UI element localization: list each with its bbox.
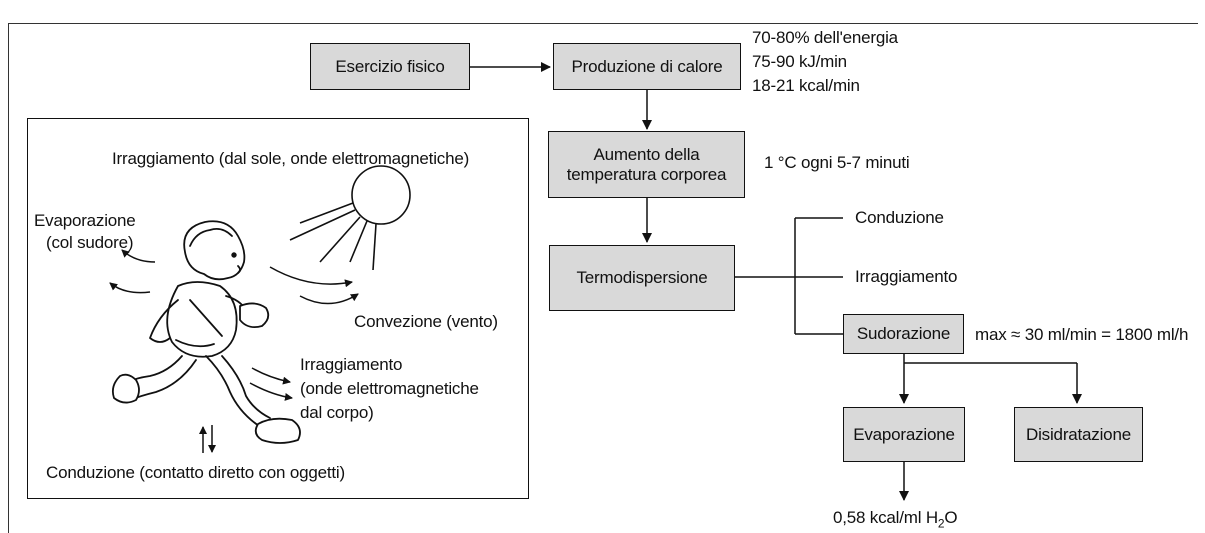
box-aumento-line1: Aumento della: [593, 144, 700, 164]
box-termodispersione-label: Termodispersione: [576, 268, 708, 287]
evaporazione-note-prefix: 0,58 kcal/ml H: [833, 508, 938, 527]
evaporazione-note-sub: 2: [937, 516, 945, 531]
sudorazione-note: max ≈ 30 ml/min = 1800 ml/h: [975, 325, 1189, 344]
body-radiation-arrows: [249, 367, 293, 401]
label-irraggiamento: Irraggiamento: [855, 267, 958, 286]
label-irraggiamento-corpo-2: (onde elettromagnetiche: [300, 379, 479, 398]
illustration-panel: [27, 118, 529, 499]
label-convezione: Convezione (vento): [354, 312, 498, 331]
box-aumento: Aumento della temperatura corporea: [548, 131, 745, 198]
evaporazione-note-suffix: O: [944, 508, 958, 527]
box-produzione-label: Produzione di calore: [571, 56, 723, 76]
evaporazione-note: 0,58 kcal/ml H2O: [833, 508, 958, 533]
conduction-arrows: [199, 425, 216, 453]
box-aumento-line2: temperatura corporea: [566, 164, 727, 184]
top-border: [8, 23, 1198, 24]
produzione-note-3: 18-21 kcal/min: [752, 76, 860, 95]
box-evaporazione: Evaporazione: [843, 407, 965, 462]
label-conduzione: Conduzione: [855, 208, 944, 227]
box-esercizio-label: Esercizio fisico: [335, 56, 445, 76]
box-disidratazione: Disidratazione: [1014, 407, 1143, 462]
label-irraggiamento-sole: Irraggiamento (dal sole, onde elettromag…: [112, 149, 470, 168]
evaporation-arrows: [109, 249, 156, 294]
convection-arrows: [269, 266, 359, 305]
box-termodispersione: Termodispersione: [549, 245, 735, 311]
box-esercizio: Esercizio fisico: [310, 43, 470, 90]
aumento-note: 1 °C ogni 5-7 minuti: [764, 153, 910, 172]
sun-icon: [289, 165, 411, 271]
box-evaporazione-label: Evaporazione: [853, 424, 955, 444]
label-evaporazione-line1: Evaporazione: [34, 211, 136, 230]
left-border: [8, 23, 9, 533]
label-irraggiamento-corpo-3: dal corpo): [300, 403, 374, 422]
produzione-note-2: 75-90 kJ/min: [752, 52, 847, 71]
box-sudorazione: Sudorazione: [843, 314, 964, 354]
label-evaporazione-line2: (col sudore): [46, 233, 134, 252]
running-person-icon: [111, 220, 301, 444]
label-irraggiamento-corpo-1: Irraggiamento: [300, 355, 403, 374]
box-produzione: Produzione di calore: [553, 43, 741, 90]
box-sudorazione-label: Sudorazione: [856, 324, 951, 343]
label-conduzione-contatto: Conduzione (contatto diretto con oggetti…: [46, 463, 345, 482]
box-disidratazione-label: Disidratazione: [1026, 424, 1131, 444]
produzione-note-1: 70-80% dell'energia: [752, 28, 898, 47]
